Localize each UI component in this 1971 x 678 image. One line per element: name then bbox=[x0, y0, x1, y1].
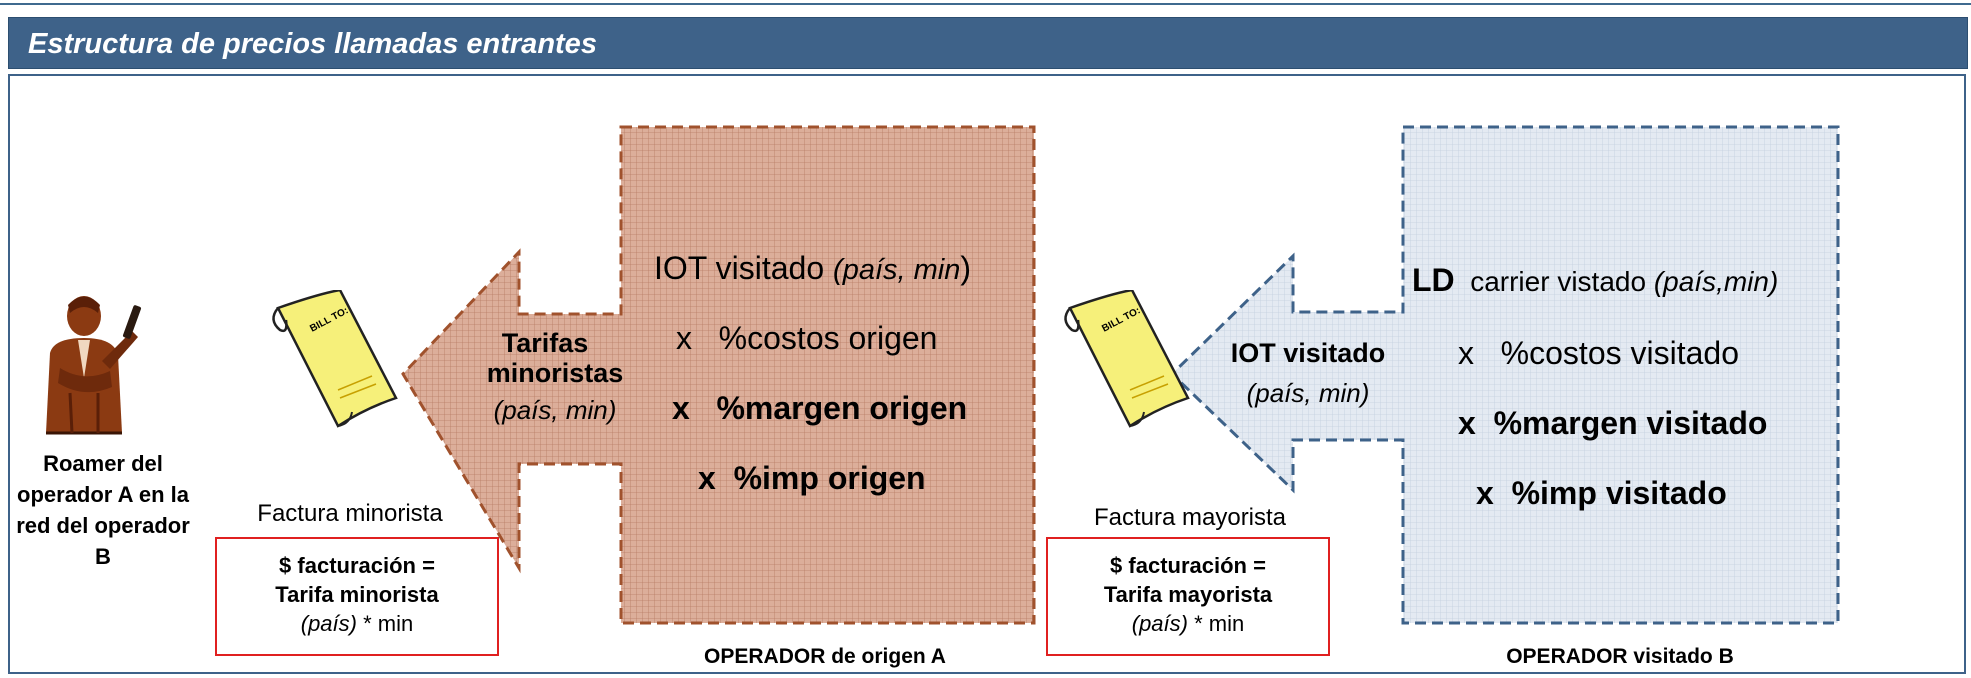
visited-operator-label: OPERADOR visitado B bbox=[1506, 645, 1734, 668]
wholesale-invoice-label: Factura mayorista bbox=[1093, 504, 1287, 531]
retail-bill-icon: BILL TO: bbox=[272, 290, 398, 428]
retail-billing-box: $ facturación = Tarifa minorista (país) … bbox=[215, 537, 499, 656]
visited-formula-line1: LD carrier vistado (país,min) bbox=[1412, 262, 1778, 299]
visited-formula-params: (país,min) bbox=[1653, 266, 1779, 297]
visited-formula-tax: x %imp visitado bbox=[1476, 475, 1727, 511]
visited-formula-ld: LD bbox=[1412, 262, 1455, 298]
top-rule bbox=[0, 3, 1971, 5]
origin-formula-iot: IOT visitado bbox=[654, 250, 834, 286]
origin-formula-tax: x %imp origen bbox=[698, 460, 926, 496]
origin-formula-line1: IOT visitado (país, min) bbox=[654, 250, 971, 287]
wholesale-billing-line1: $ facturación = bbox=[1110, 553, 1266, 578]
origin-operator-label: OPERADOR de origen A bbox=[704, 645, 946, 668]
visited-arrow-line2: (país, min) bbox=[1246, 378, 1370, 408]
wholesale-billing-line2: Tarifa mayorista bbox=[1103, 582, 1273, 607]
person-phone-icon bbox=[46, 296, 142, 435]
origin-arrow-line3: (país, min) bbox=[493, 395, 617, 425]
header-bar: Estructura de precios llamadas entrantes bbox=[8, 17, 1968, 69]
origin-arrow-line1: Tarifas bbox=[501, 328, 589, 358]
origin-operator-shape bbox=[401, 125, 1036, 625]
retail-billing-line2: Tarifa minorista bbox=[275, 582, 439, 607]
wholesale-bill-icon: BILL TO: bbox=[1064, 290, 1190, 428]
wholesale-billing-min: * min bbox=[1188, 611, 1245, 636]
origin-formula-costs: x %costos origen bbox=[676, 320, 938, 356]
visited-formula-carrier: carrier vistado bbox=[1454, 266, 1654, 297]
diagram-frame bbox=[8, 74, 1966, 674]
retail-invoice-label: Factura minorista bbox=[257, 500, 443, 527]
origin-formula-params: (país, min bbox=[833, 254, 961, 286]
page-title: Estructura de precios llamadas entrantes bbox=[28, 28, 597, 60]
origin-formula-margin: x %margen origen bbox=[672, 390, 968, 426]
retail-billing-line1: $ facturación = bbox=[279, 553, 435, 578]
wholesale-billing-box: $ facturación = Tarifa mayorista (país) … bbox=[1046, 537, 1330, 656]
origin-formula-close: ) bbox=[960, 250, 972, 286]
origin-arrow-line2: minoristas bbox=[486, 358, 624, 388]
visited-formula-costs: x %costos visitado bbox=[1458, 335, 1739, 371]
visited-arrow-line1: IOT visitado bbox=[1230, 338, 1386, 368]
retail-billing-country: (país) bbox=[300, 611, 357, 636]
wholesale-billing-country: (país) bbox=[1131, 611, 1188, 636]
retail-billing-min: * min bbox=[357, 611, 414, 636]
roamer-label: Roamer del operador A en la red del oper… bbox=[16, 451, 190, 569]
visited-formula-margin: x %margen visitado bbox=[1458, 405, 1768, 441]
visited-operator-shape bbox=[1169, 125, 1840, 625]
